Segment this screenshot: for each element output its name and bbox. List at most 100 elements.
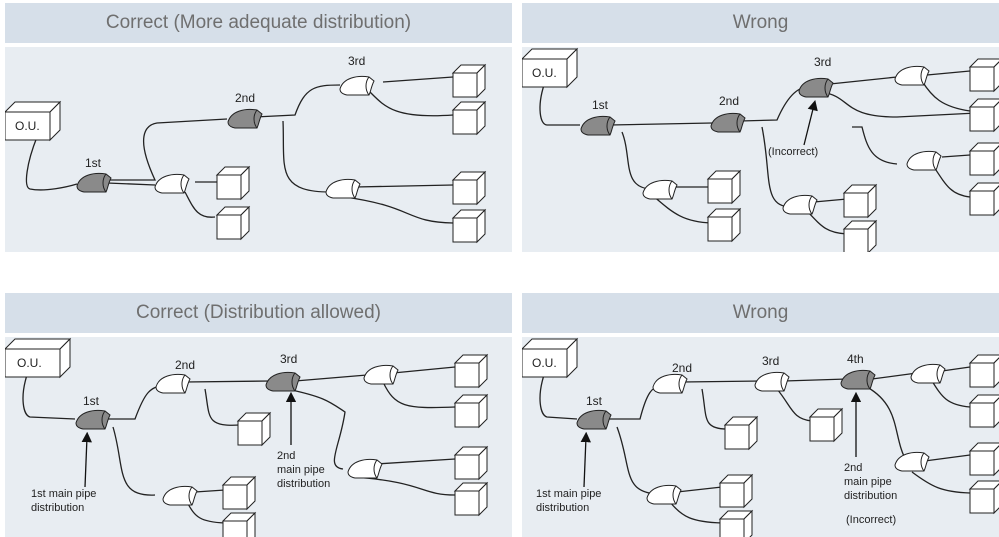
indoor-unit [452,64,486,98]
branch-joint-3rd [339,75,375,96]
indoor-unit [452,171,486,205]
branch-label-4th: 4th [847,352,864,366]
branch-label-3rd: 3rd [762,354,779,368]
second-main-pipe-note-3: distribution [844,490,897,502]
branch-label-1st: 1st [83,394,100,408]
branch-joint [906,150,942,171]
first-main-pipe-note: 1st main pipe [536,488,601,500]
branch-joint-1st [76,172,112,193]
indoor-unit [222,512,256,537]
panel-2-header: Wrong [522,3,999,43]
branch-label-1st: 1st [586,394,603,408]
indoor-unit [969,442,999,476]
indoor-unit [216,206,250,240]
branch-joint-2nd [155,373,191,394]
branch-joint-2nd [227,108,263,129]
indoor-unit [724,416,758,450]
panel-2-diagram: O.U. 1st 2nd 3rd (Incorrect) [522,47,999,252]
indoor-unit [843,220,877,252]
indoor-unit [454,354,488,388]
second-main-pipe-note-3: distribution [277,478,330,490]
branch-joint [347,458,383,479]
branch-label-2nd: 2nd [235,91,255,105]
outdoor-unit: O.U. [522,47,579,89]
first-main-pipe-note-2: distribution [31,502,84,514]
indoor-unit [454,394,488,428]
branch-joint-3rd [265,371,301,392]
panel-2-svg: O.U. 1st 2nd 3rd (Incorrect) [522,47,999,252]
second-main-pipe-note-1: 2nd [277,450,295,462]
panel-3-svg: O.U. 1st 2nd 3rd 1st main pipe distribut… [5,337,488,537]
branch-label-2nd: 2nd [672,361,692,375]
branch-label-3rd: 3rd [348,54,365,68]
panel-1-title: Correct (More adequate distribution) [105,12,412,33]
branch-joint-2nd [652,373,688,394]
branch-joint [325,178,361,199]
panel-1-svg: O.U. 1st 2nd 3rd [5,54,486,243]
indoor-unit [707,208,741,242]
branch-joint [646,484,682,505]
branch-joint-3rd [754,371,790,392]
first-main-pipe-arrow [81,431,92,488]
second-main-pipe-note-2: main pipe [277,464,325,476]
branch-joint-2nd [710,112,746,133]
indoor-unit [719,474,753,508]
indoor-unit [969,182,999,216]
branch-joint [642,179,678,200]
first-main-pipe-note-2: distribution [536,502,589,514]
indoor-unit [969,394,999,428]
branch-joint [154,173,190,194]
branch-joint [162,485,198,506]
panel-3-title: Correct (Distribution allowed) [136,302,381,323]
panel-2-title: Wrong [732,12,789,33]
indoor-unit [454,446,488,480]
outdoor-unit-label: O.U. [17,356,42,370]
indoor-unit [719,510,753,537]
panel-3-header: Correct (Distribution allowed) [5,293,512,333]
branch-joint [894,65,930,86]
indoor-unit [969,58,999,92]
panel-3-diagram: O.U. 1st 2nd 3rd 1st main pipe distribut… [5,337,512,537]
branch-joint-1st [75,409,111,430]
panel-4-diagram: O.U. 1st 2nd 3rd 4th 1st main pipe distr… [522,337,999,537]
indoor-unit [969,98,999,132]
outdoor-unit-label: O.U. [532,356,557,370]
indoor-unit [969,480,999,514]
first-main-pipe-note: 1st main pipe [31,488,96,500]
indoor-unit [216,166,250,200]
panel-1-diagram: O.U. 1st 2nd 3rd [5,47,512,252]
indoor-unit [452,209,486,243]
branch-label-1st: 1st [592,98,609,112]
indoor-unit [843,184,877,218]
branch-joint-1st [576,409,612,430]
incorrect-note: (Incorrect) [846,514,896,526]
indoor-unit [969,142,999,176]
indoor-unit [222,476,256,510]
panel-4-header: Wrong [522,293,999,333]
indoor-unit [707,170,741,204]
panel-4-title: Wrong [732,302,789,323]
panel-1-header: Correct (More adequate distribution) [5,3,512,43]
branch-label-3rd: 3rd [814,55,831,69]
branch-joint-3rd [798,77,834,98]
indoor-unit [969,354,999,388]
second-main-pipe-note-1: 2nd [844,462,862,474]
incorrect-arrow [803,99,818,146]
outdoor-unit: O.U. [5,337,72,379]
outdoor-unit-label: O.U. [15,119,40,133]
indoor-unit [452,101,486,135]
branch-joint-4th [840,369,876,390]
indoor-unit [454,482,488,516]
branch-joint [363,364,399,385]
second-main-pipe-note-2: main pipe [844,476,892,488]
branch-joint [782,194,818,215]
panel-4-svg: O.U. 1st 2nd 3rd 4th 1st main pipe distr… [522,337,999,537]
branch-label-2nd: 2nd [719,94,739,108]
branch-label-2nd: 2nd [175,358,195,372]
outdoor-unit: O.U. [5,100,62,142]
branch-joint [910,363,946,384]
branch-joint-1st [580,115,616,136]
indoor-unit [237,412,271,446]
first-main-pipe-arrow [580,431,591,488]
outdoor-unit-label: O.U. [532,66,557,80]
